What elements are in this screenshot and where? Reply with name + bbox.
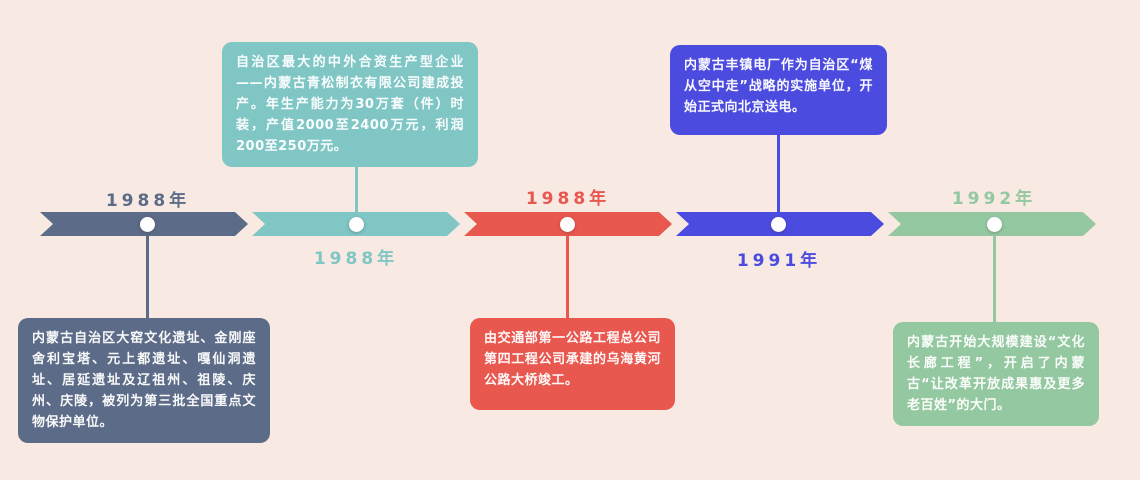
timeline-node-dot xyxy=(771,217,786,232)
year-label: 1988年 xyxy=(313,249,399,269)
event-card: 内蒙古自治区大窑文化遗址、金刚座舍利宝塔、元上都遗址、嘎仙洞遗址、居延遗址及辽祖… xyxy=(18,318,270,443)
connector-line xyxy=(777,133,780,224)
event-card-text: 内蒙古开始大规模建设“文化长廊工程”，开启了内蒙古“让改革开放成果惠及更多老百姓… xyxy=(907,335,1085,413)
connector-line xyxy=(993,226,996,322)
connector-line xyxy=(566,226,569,318)
year-label: 1992年 xyxy=(951,189,1037,209)
event-card: 内蒙古开始大规模建设“文化长廊工程”，开启了内蒙古“让改革开放成果惠及更多老百姓… xyxy=(893,322,1099,426)
event-card: 由交通部第一公路工程总公司第四工程公司承建的乌海黄河公路大桥竣工。 xyxy=(470,318,675,410)
timeline-node-dot xyxy=(349,217,364,232)
timeline-node-dot xyxy=(560,217,575,232)
event-card-text: 内蒙古丰镇电厂作为自治区“煤从空中走”战略的实施单位，开始正式向北京送电。 xyxy=(684,58,873,115)
year-label: 1988年 xyxy=(105,191,191,211)
event-card-text: 由交通部第一公路工程总公司第四工程公司承建的乌海黄河公路大桥竣工。 xyxy=(484,331,661,388)
event-card-text: 内蒙古自治区大窑文化遗址、金刚座舍利宝塔、元上都遗址、嘎仙洞遗址、居延遗址及辽祖… xyxy=(32,331,256,430)
year-label: 1988年 xyxy=(525,189,611,209)
event-card-text: 自治区最大的中外合资生产型企业——内蒙古青松制衣有限公司建成投产。年生产能力为3… xyxy=(236,55,464,154)
event-card: 自治区最大的中外合资生产型企业——内蒙古青松制衣有限公司建成投产。年生产能力为3… xyxy=(222,42,478,167)
event-card: 内蒙古丰镇电厂作为自治区“煤从空中走”战略的实施单位，开始正式向北京送电。 xyxy=(670,45,887,135)
timeline-node-dot xyxy=(140,217,155,232)
connector-line xyxy=(146,226,149,318)
connector-line xyxy=(355,135,358,224)
timeline-node-dot xyxy=(987,217,1002,232)
year-label: 1991年 xyxy=(736,251,822,271)
